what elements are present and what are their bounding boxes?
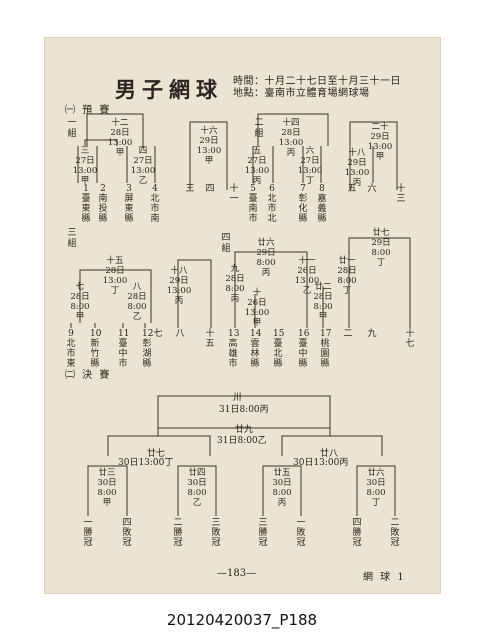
group-label-4: 四組 [221,233,231,254]
final-match-label: 31日8:00乙 [217,436,267,446]
group-label-1: 一組 [67,118,77,139]
final-entrant: 三勝冠 [258,518,268,548]
final-entrant: 二勝冠 [173,518,183,548]
prelim-heading: ㈠ 預 賽 [65,105,112,116]
semifinal-label: 30日13:00丙 [293,458,349,468]
rank-label: 五 [347,184,357,194]
final-entrant: 一敗冠 [296,518,306,548]
schedule-place: 地點：臺南市立體育場網球場 [233,88,370,99]
semifinal-number: 廿七 [147,449,166,459]
final-entrant: 四敗冠 [122,518,132,548]
semifinal-label: 30日13:00丁 [118,458,174,468]
final-entrant: 四勝冠 [352,518,362,548]
schedule-time: 時間：十月二十七日至十月三十一日 [233,76,401,87]
bracket-lines [70,113,411,516]
final-match-number: 卅 [233,393,243,403]
final-match-label: 31日8:00丙 [219,405,269,415]
group-label-3: 三組 [67,228,77,249]
rank-label: 十三 [396,184,406,204]
footer-section-label: 網 球 1 [363,572,406,583]
rank-label: 四 [205,184,215,194]
rank-label: 十一 [229,184,239,204]
rank-label: 二 [343,329,353,339]
scanned-page: 男子網球 時間：十月二十七日至十月三十一日 地點：臺南市立體育場網球場 ㈠ 預 … [45,38,440,593]
rank-label: 九 [367,329,377,339]
semifinal-number: 廿八 [320,449,339,459]
final-match-number: 廿九 [235,425,254,435]
final-entrant: 一勝冠 [83,518,93,548]
final-heading: ㈡ 決 賽 [65,370,112,381]
rank-label: 十七 [405,329,415,349]
rank-label: 八 [175,329,185,339]
page-number: —183— [217,568,257,579]
rank-label: 六 [367,184,377,194]
final-entrant: 二敗冠 [390,518,400,548]
final-entrant: 三敗冠 [211,518,221,548]
rank-label: 七 [153,329,163,339]
rank-label: 三 [185,184,195,194]
rank-label: 十五 [205,329,215,349]
image-caption: 20120420037_P188 [166,611,318,629]
group-label-2: 二組 [254,118,264,139]
page-title: 男子網球 [115,77,223,102]
